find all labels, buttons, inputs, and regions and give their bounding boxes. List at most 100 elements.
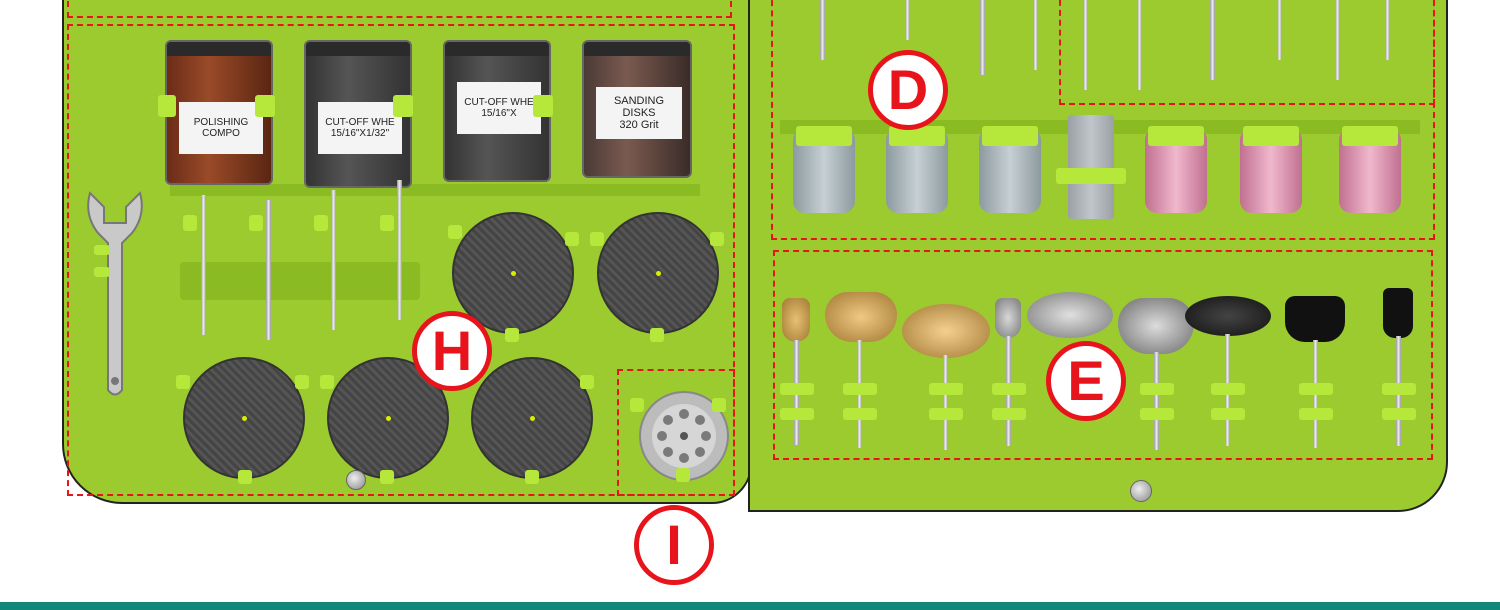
disc-clip [580,375,594,389]
brush-clip [1140,408,1174,420]
disc-clip [176,375,190,389]
mandrel-clip [183,215,197,231]
disc-clip [238,470,252,484]
disc-clip [565,232,579,246]
group-e-outline [773,250,1433,460]
brush-shaft [1154,352,1159,450]
wrench-clip [94,267,110,277]
brush-clip [1299,408,1333,420]
disc-clip [650,328,664,342]
cut-off-disc [452,212,574,334]
brush-clip [1211,383,1245,395]
disc-clip [320,375,334,389]
jar-label-text: SANDING DISKS [613,95,665,119]
jar-clip [533,95,553,117]
sharpening-stone [1068,115,1114,219]
disc-clip [590,232,604,246]
marker-i: I [634,505,714,585]
brush-wheel-steel [1027,292,1113,338]
marker-d: D [868,50,948,130]
brush-bristles-brass-cup [825,292,897,342]
jar-label: CUT-OFF WHE 15/16"X1/32" [318,102,402,154]
brush-clip [1211,408,1245,420]
disc-clip [712,398,726,412]
marker-h-label: H [431,319,473,382]
mandrel [266,200,271,340]
bit-shaft [905,0,910,40]
brush-clip [780,383,814,395]
cut-off-disc [471,357,593,479]
disc-clip [630,398,644,412]
cut-off-disc [183,357,305,479]
marker-d-label: D [887,58,929,121]
brush-clip [992,408,1026,420]
mandrel [201,195,206,335]
marker-h: H [412,311,492,391]
wheel-clip [1148,126,1204,146]
mandrel-rack [180,262,420,300]
jar-label-text: CUT-OFF WHE [464,97,534,108]
diamond-cutting-wheel [638,390,730,482]
brush-clip [1382,383,1416,395]
wheel-clip [1243,126,1299,146]
wheel-clip [1342,126,1398,146]
brush-clip [992,383,1026,395]
marker-e-label: E [1067,349,1105,412]
disc-clip [295,375,309,389]
wheel-clip [796,126,852,146]
right-tool-tray [748,0,1448,512]
disc-clip [676,468,690,482]
brush-cup-steel [1118,298,1194,354]
brush-clip [1299,383,1333,395]
wrench-clip [94,245,110,255]
disc-clip [380,470,394,484]
brush-clip [780,408,814,420]
jar-clip [158,95,176,117]
jar-label-text: POLISHING COMPO [193,117,249,139]
mandrel-clip [249,215,263,231]
jar-label: CUT-OFF WHE 15/16"X [457,82,541,134]
bit-shaft [1277,0,1282,60]
jar-label-text: CUT-OFF WHE [325,117,395,128]
footer-bar [0,602,1500,610]
jar-sanding-disks: SANDING DISKS 320 Grit [582,40,692,178]
jar-clip [255,95,275,117]
disc-clip [525,470,539,484]
brush-clip [843,383,877,395]
brush-wheel-black [1185,296,1271,336]
jar-label: POLISHING COMPO [179,102,263,154]
jar-shelf [170,184,700,196]
jar-label-subtext: 320 Grit [619,119,659,131]
screw [1130,480,1152,502]
cut-off-disc [597,212,719,334]
screw [346,470,366,490]
brush-bristles-black-small [1383,288,1413,338]
bit-shaft [980,0,985,75]
stone-clip [1056,168,1126,184]
brush-clip [929,408,963,420]
group-outline-top-left [67,0,732,18]
brush-clip [843,408,877,420]
marker-e: E [1046,341,1126,421]
mandrel-clip [380,215,394,231]
brush-clip [1140,383,1174,395]
group-h-outline [67,24,735,496]
mandrel-clip [314,215,328,231]
brush-wheel-brass [902,304,990,358]
bit-shaft [1083,0,1088,90]
jar-clip [393,95,413,117]
brush-bristles-brass [782,298,810,342]
brush-shaft [943,355,948,450]
bit-shaft [1033,0,1038,70]
jar-label: SANDING DISKS 320 Grit [596,87,682,139]
disc-clip [448,225,462,239]
bit-shaft [820,0,825,60]
wheel-clip [982,126,1038,146]
brush-clip [1382,408,1416,420]
wrench [84,185,146,400]
brush-bristles-black [1285,296,1345,342]
bit-shaft [1335,0,1340,80]
bit-shaft [1210,0,1215,80]
disc-clip [505,328,519,342]
brush-clip [929,383,963,395]
